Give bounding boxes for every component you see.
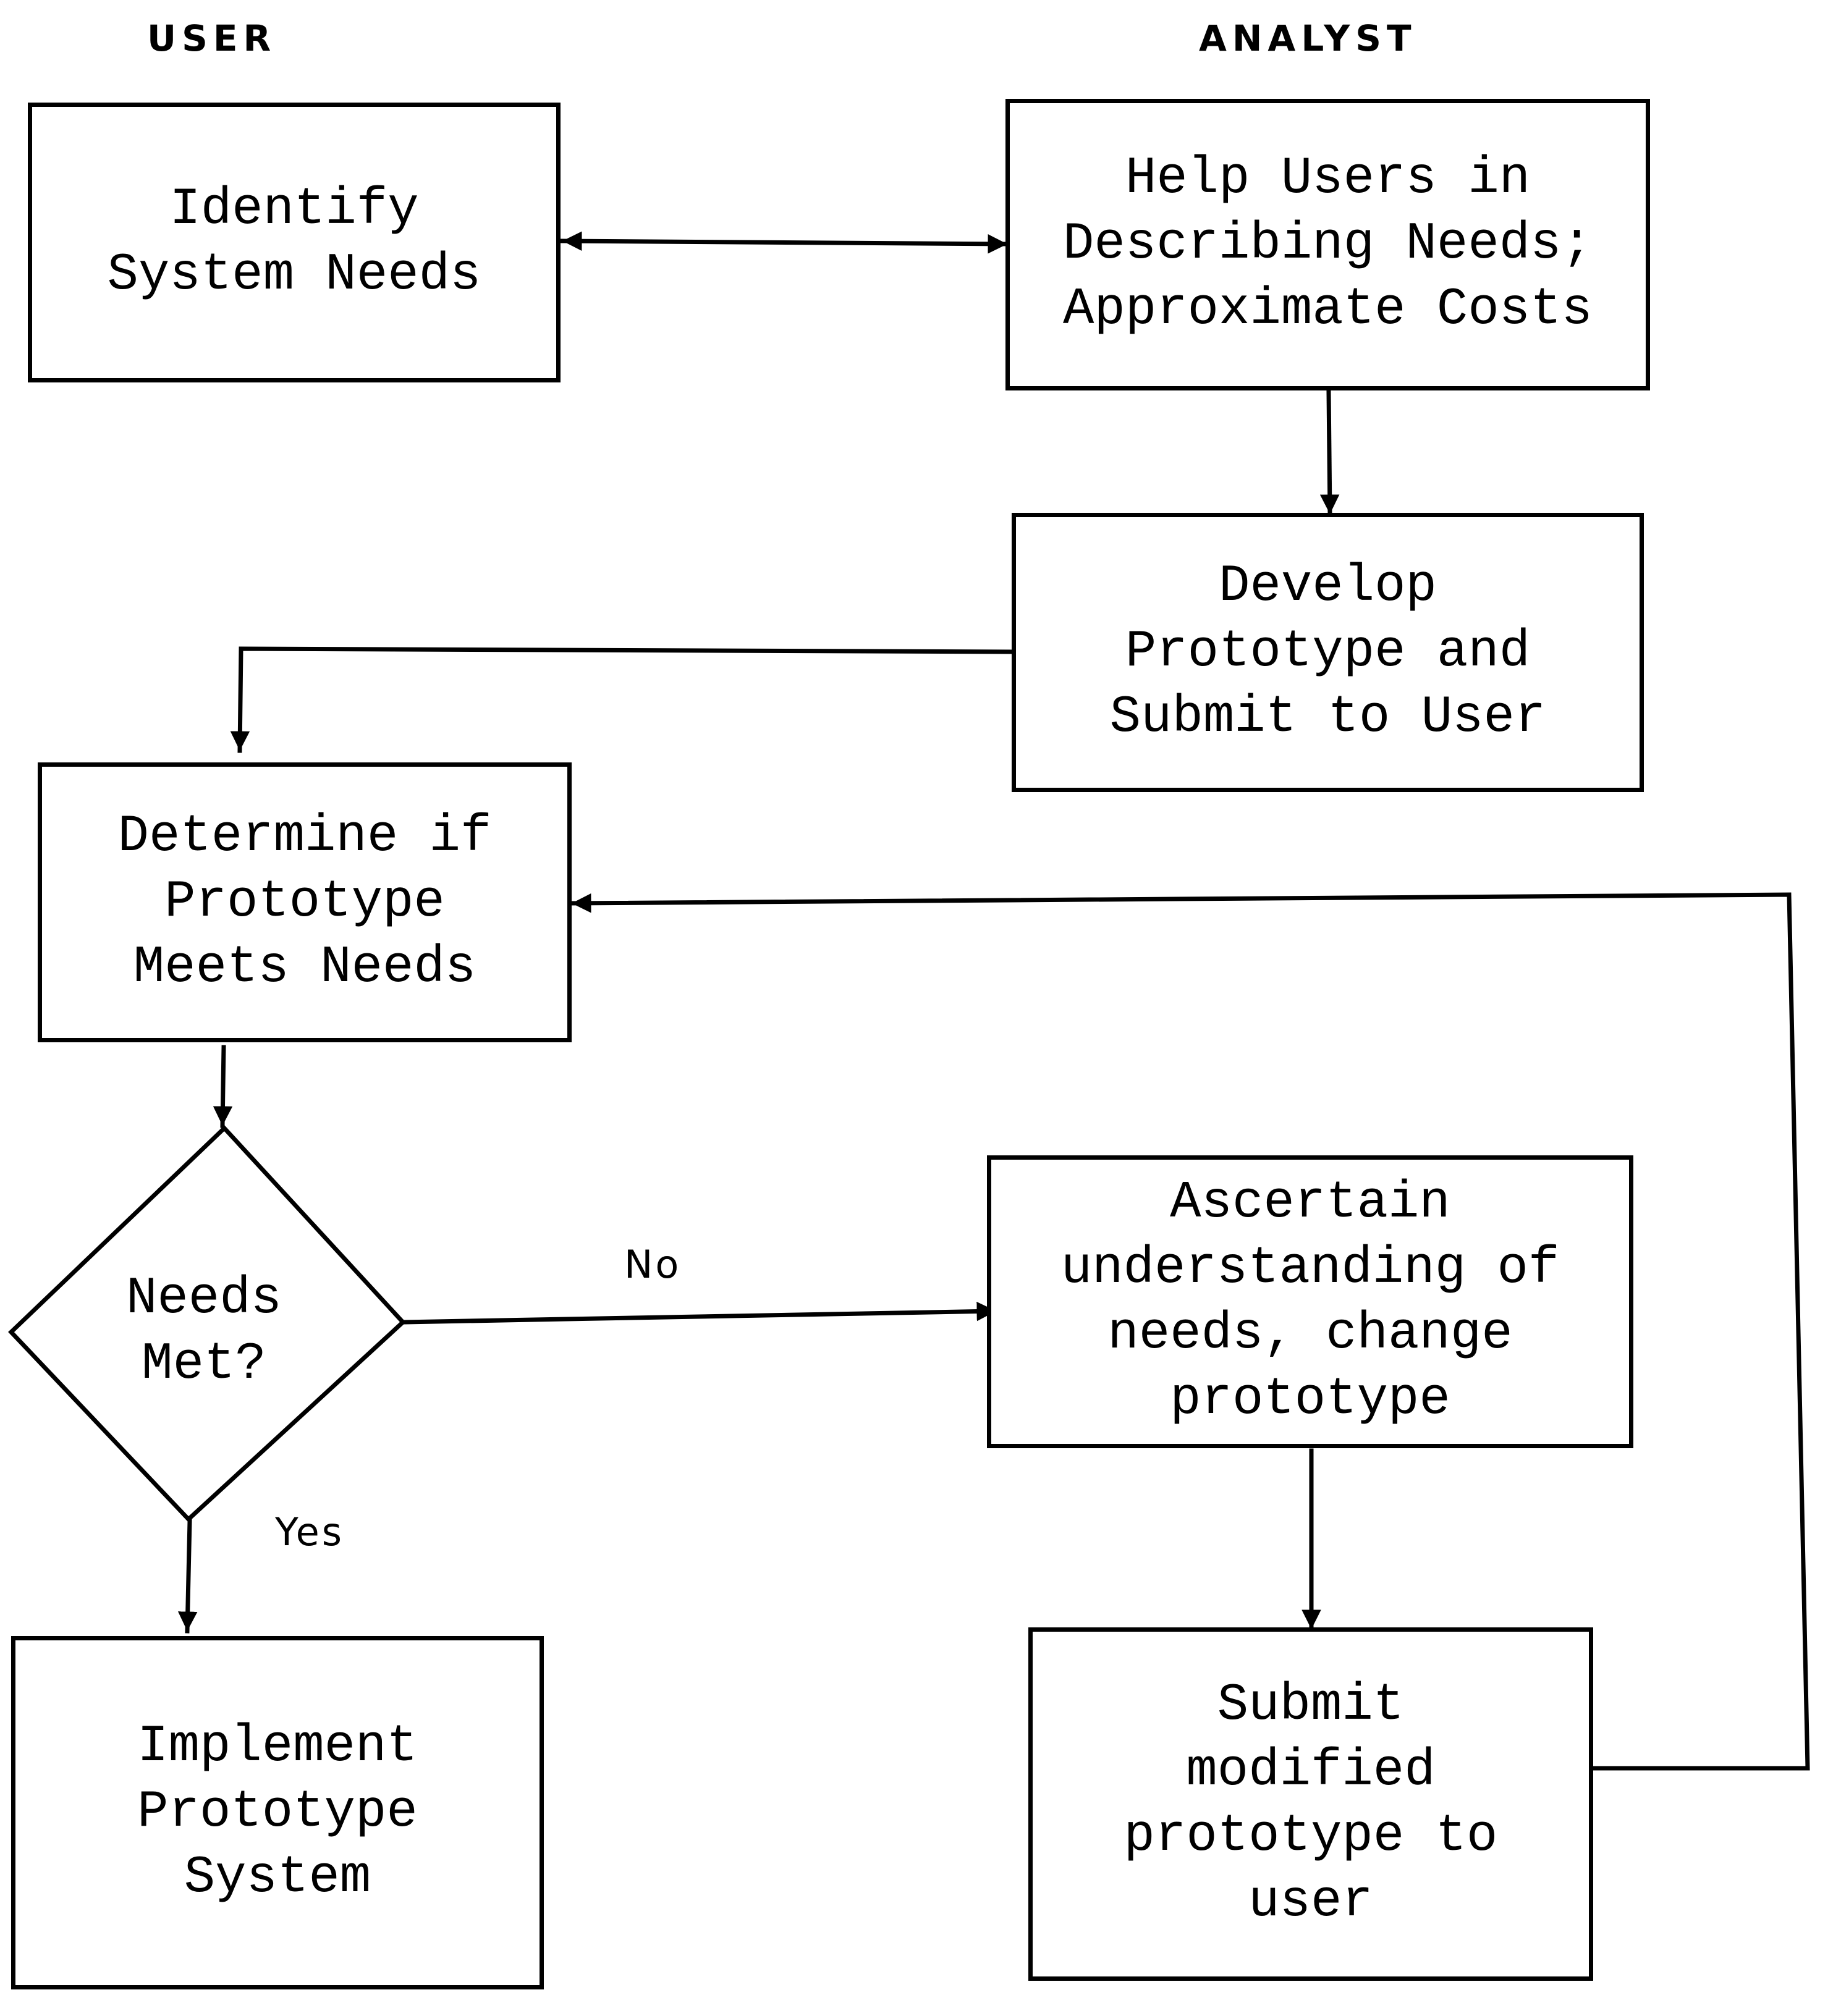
edge-determine-decision (213, 1045, 233, 1128)
submit-modified-box: Submit modified prototype to user (1028, 1627, 1593, 1981)
help-users-text: Help Users in Describing Needs; Approxim… (1063, 150, 1593, 339)
determine-prototype-box: Determine if Prototype Meets Needs (38, 762, 572, 1042)
edge-help-develop (1319, 390, 1340, 517)
edge-develop-determine (230, 646, 1016, 753)
identify-needs-text: Identify System Needs (107, 180, 481, 305)
determine-prototype-text: Determine if Prototype Meets Needs (117, 807, 492, 997)
edge-identify-help (560, 231, 1010, 254)
edge-label-no: No (624, 1242, 682, 1287)
edge-decision-ascertain-no (400, 1301, 999, 1325)
identify-needs-box: Identify System Needs (28, 103, 561, 382)
help-users-box: Help Users in Describing Needs; Approxim… (1005, 99, 1650, 390)
develop-prototype-box: Develop Prototype and Submit to User (1012, 513, 1644, 792)
edge-label-yes: Yes (275, 1509, 345, 1554)
ascertain-box: Ascertain understanding of needs, change… (987, 1155, 1633, 1448)
implement-box: Implement Prototype System (11, 1636, 544, 1989)
edge-submit-determine-loop (569, 892, 1810, 1771)
ascertain-text: Ascertain understanding of needs, change… (1060, 1174, 1560, 1429)
edge-decision-implement-yes (177, 1519, 198, 1634)
needs-met-text: Needs Met? (125, 1270, 282, 1394)
decision-diamond-shape (8, 1125, 406, 1522)
lane-header-user: USER (147, 17, 277, 59)
implement-text: Implement Prototype System (137, 1718, 418, 1907)
submit-modified-text: Submit modified prototype to user (1124, 1676, 1498, 1931)
lane-header-analyst: ANALYST (1199, 17, 1417, 59)
develop-prototype-text: Develop Prototype and Submit to User (1109, 557, 1546, 747)
